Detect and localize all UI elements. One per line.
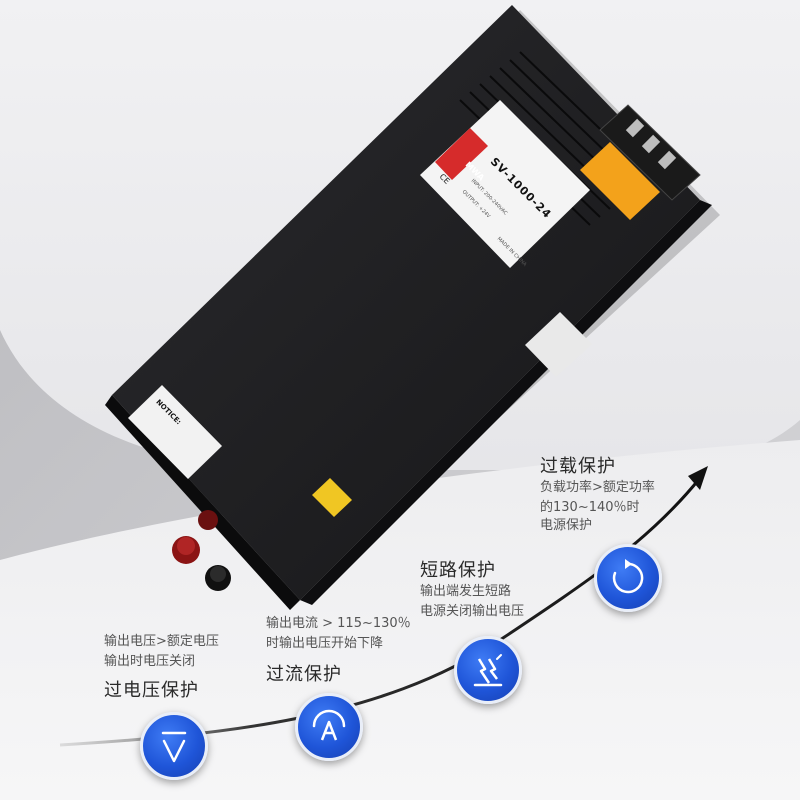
overvoltage-desc-line1: 输出电压>额定电压 xyxy=(104,634,219,649)
power-supply-side xyxy=(300,200,712,605)
warning-label xyxy=(580,142,660,220)
refresh-icon xyxy=(594,544,662,612)
overcurrent-desc-line2: 时输出电压开始下降 xyxy=(266,636,384,651)
overload-desc-line3: 电源保护 xyxy=(540,518,593,533)
curve-arrowhead xyxy=(688,466,708,490)
overvoltage-title: 过电压保护 xyxy=(104,680,199,701)
short-circuit-title: 短路保护 xyxy=(420,560,496,581)
overcurrent-desc-line1: 输出电流 > 115~130％ xyxy=(266,616,411,631)
overload-title: 过载保护 xyxy=(540,456,616,477)
overload-desc-line1: 负载功率>额定功率 xyxy=(540,480,655,495)
notice-label xyxy=(128,385,222,479)
short-circuit-desc-line2: 电源关闭输出电压 xyxy=(420,604,525,619)
current-arc-icon xyxy=(295,693,363,761)
overvoltage-desc-line2: 输出时电压关闭 xyxy=(104,654,196,669)
short-circuit-desc-line1: 输出端发生短路 xyxy=(420,584,512,599)
terminal-block xyxy=(599,104,701,201)
overload-desc-line2: 的130~140％时 xyxy=(540,500,640,515)
overcurrent-title: 过流保护 xyxy=(266,664,342,685)
voltage-down-icon xyxy=(140,712,208,780)
lightning-icon xyxy=(454,636,522,704)
